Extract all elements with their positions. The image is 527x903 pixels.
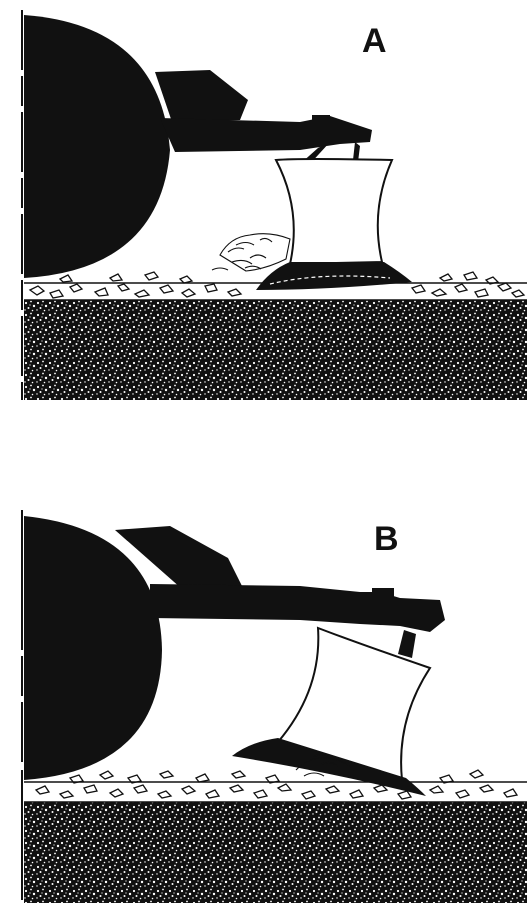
beam-clamp [372,588,394,602]
wheel [24,15,170,278]
tool-beam [150,584,445,632]
panel-label-a: A [362,22,387,60]
panel-b: B [0,480,527,903]
soil-layer [24,300,527,400]
disturbed-soil [212,234,290,271]
panel-a: A [0,0,527,420]
panel-label-b: B [374,520,399,558]
tool-blade [276,159,392,264]
diagram-b: B [0,480,527,903]
wheel [24,516,162,780]
frame-bracket [155,70,248,122]
tool-beam [160,116,372,152]
shank [398,630,416,658]
soil-layer [24,802,527,903]
gravel-layer [36,770,517,799]
diagram-a: A [0,0,527,420]
beam-clamp [312,115,330,127]
